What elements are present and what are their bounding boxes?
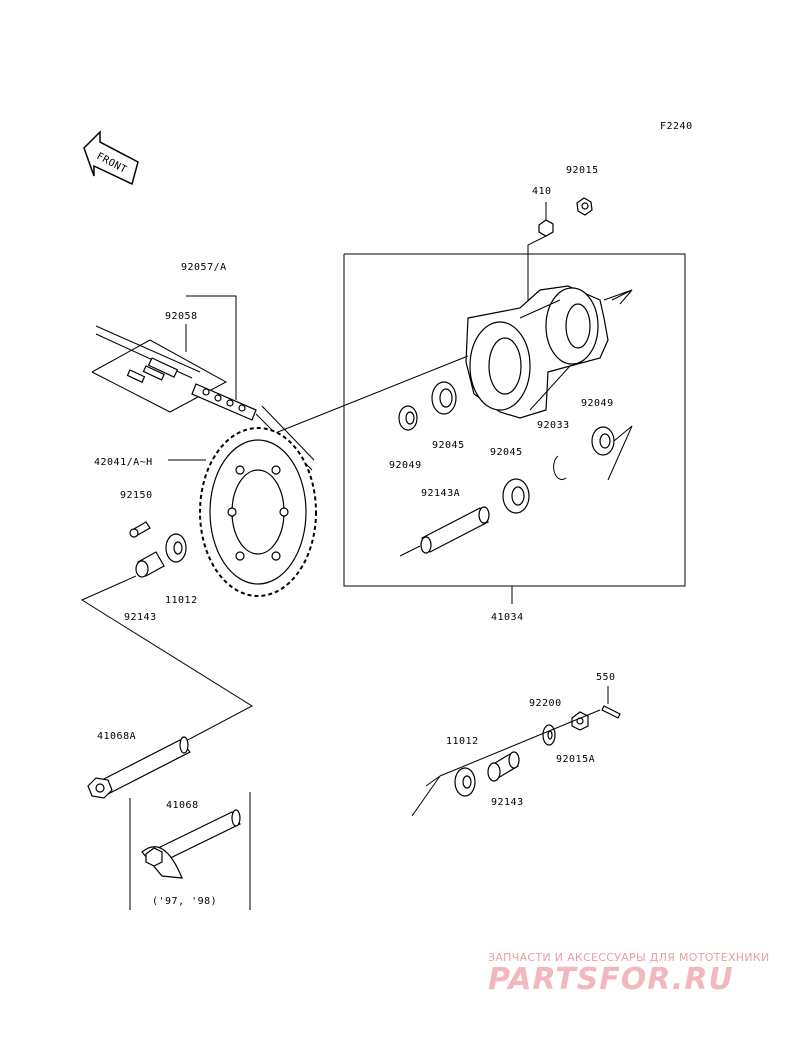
- label-92049-left: 92049: [389, 460, 422, 471]
- part-92143-collar-right: [487, 751, 520, 782]
- part-92015-nut: [576, 197, 593, 216]
- assembly-frame-41034: [343, 253, 686, 587]
- label-410: 410: [532, 186, 552, 197]
- part-92150-bolt: [129, 521, 151, 538]
- part-92049-left: [398, 405, 418, 431]
- label-92143-right: 92143: [491, 797, 524, 808]
- label-92150: 92150: [120, 490, 153, 501]
- label-41068A: 41068A: [97, 731, 136, 742]
- axle-arrow-right: [411, 775, 441, 817]
- watermark-tagline: ЗАПЧАСТИ И АКСЕССУАРЫ ДЛЯ МОТОТЕХНИКИ: [488, 951, 770, 964]
- label-92057: 92057/A: [181, 262, 227, 273]
- label-11012-right: 11012: [446, 736, 479, 747]
- part-11012-washer-right: [454, 767, 476, 797]
- axle-leader-left: [80, 575, 254, 761]
- leader-92057: [186, 295, 237, 400]
- part-11012-washer-left: [165, 533, 187, 563]
- axle-centerline-right: [439, 709, 601, 777]
- part-92200-washer: [542, 724, 556, 746]
- part-92033-circlip: [553, 455, 567, 481]
- label-92143-left: 92143: [124, 612, 157, 623]
- chain-box: [91, 339, 228, 413]
- label-92033: 92033: [537, 420, 570, 431]
- label-92200: 92200: [529, 698, 562, 709]
- part-42041-sprocket: [199, 427, 317, 597]
- part-92143-collar-left: [135, 551, 165, 578]
- part-410: [538, 202, 554, 237]
- part-41068-axle: [141, 809, 241, 879]
- label-92049-right: 92049: [581, 398, 614, 409]
- part-550-pin: [601, 705, 621, 719]
- label-92015: 92015: [566, 165, 599, 176]
- label-550: 550: [596, 672, 616, 683]
- part-92058-chain-link: [126, 357, 179, 383]
- label-92058: 92058: [165, 311, 198, 322]
- label-92015A: 92015A: [556, 754, 595, 765]
- chain-line-1: [95, 325, 201, 373]
- label-42041: 42041/A~H: [94, 457, 153, 468]
- part-92045-lower: [502, 478, 530, 514]
- label-11012-left: 11012: [165, 595, 198, 606]
- diagram-code: F2240: [660, 121, 693, 132]
- label-41068: 41068: [166, 800, 199, 811]
- part-92057-chain: [191, 383, 257, 421]
- front-arrow-icon: FRONT: [83, 130, 139, 186]
- part-92049-right: [591, 426, 615, 456]
- label-41034: 41034: [491, 612, 524, 623]
- axle-arrow: [611, 289, 633, 305]
- part-92045-upper: [431, 381, 457, 415]
- label-92045-upper: 92045: [432, 440, 465, 451]
- watermark-logo: PARTSFOR.RU: [488, 962, 734, 997]
- label-92045-lower: 92045: [490, 447, 523, 458]
- leader-410: [527, 235, 547, 320]
- part-92143A-spacer: [399, 506, 490, 557]
- axle-line-right: [603, 289, 633, 301]
- chain-run-2: [261, 405, 315, 461]
- label-years: ('97, '98): [152, 896, 217, 907]
- part-41068A-axle: [87, 736, 191, 799]
- part-hub: [465, 285, 609, 419]
- label-92143A: 92143A: [421, 488, 460, 499]
- leader-92049-right: [607, 425, 633, 481]
